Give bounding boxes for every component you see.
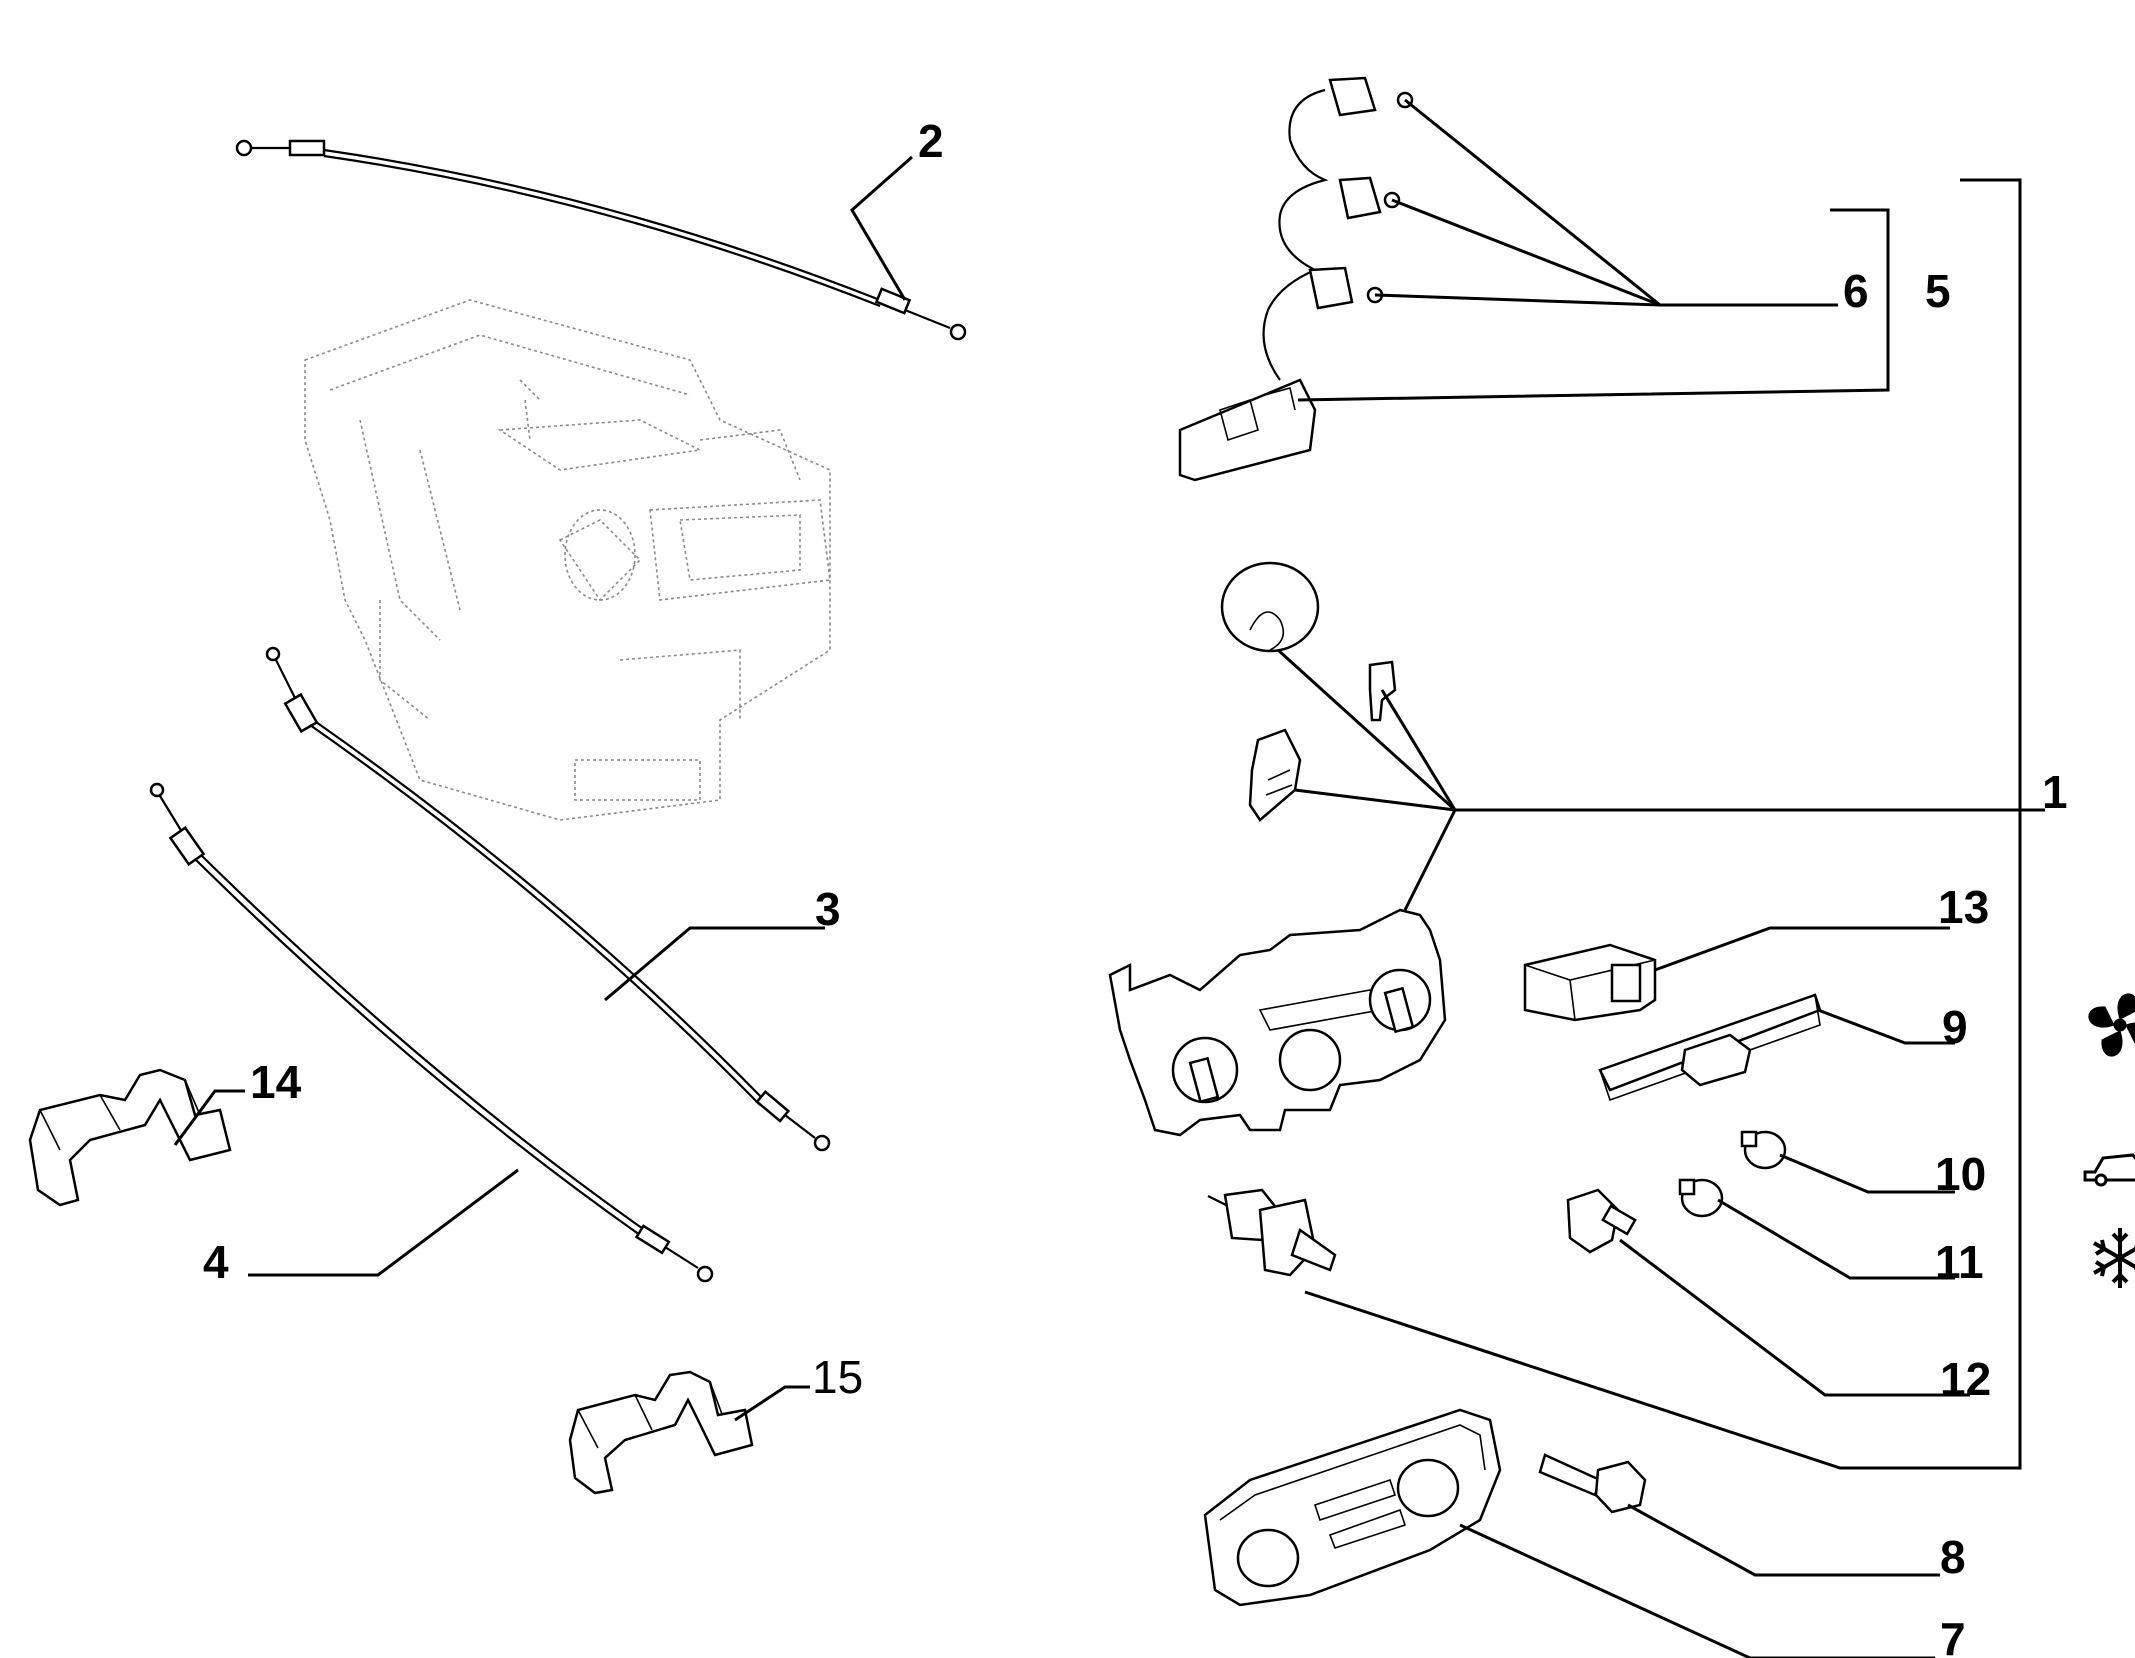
callout-1: 1: [2042, 766, 2068, 818]
callout-9: 9: [1942, 1001, 1968, 1053]
screw-8: [1538, 1453, 1647, 1514]
control-panel: [1108, 908, 1447, 1137]
snowflake-icon: [2093, 1228, 2135, 1288]
callout-11: 11: [1935, 1236, 1984, 1288]
callout-15: 15: [812, 1351, 863, 1403]
car-recirculation-icon: [2083, 1153, 2135, 1187]
leader-lines: [173, 98, 2045, 1658]
cable-3: [265, 646, 831, 1152]
heater-unit-outline: [304, 299, 831, 821]
connector-13: [1523, 943, 1657, 1022]
callout-12: 12: [1940, 1353, 1991, 1405]
cable-2: [235, 139, 967, 341]
fan-icon: [2088, 993, 2135, 1057]
flexible-shaft: [1207, 1188, 1337, 1277]
callout-7: 7: [1940, 1613, 1966, 1658]
bulb-12: [1566, 1188, 1637, 1254]
wiring-loom-with-bulbs: [1178, 76, 1414, 482]
callout-6: 6: [1843, 265, 1869, 317]
callout-5: 5: [1925, 265, 1951, 317]
knob-components: [1220, 561, 1397, 822]
callout-13: 13: [1938, 881, 1989, 933]
callout-10: 10: [1935, 1148, 1986, 1200]
callout-4: 4: [203, 1236, 229, 1288]
callout-2: 2: [918, 115, 944, 167]
callout-3: 3: [815, 883, 841, 935]
bulb-10: [1740, 1130, 1787, 1170]
bezel-7: [1203, 1408, 1502, 1607]
bulb-11: [1678, 1178, 1724, 1218]
callout-14: 14: [250, 1056, 302, 1108]
clip-15: [568, 1370, 754, 1495]
cable-4: [149, 782, 714, 1283]
clip-14: [28, 1068, 232, 1207]
callout-8: 8: [1940, 1531, 1966, 1583]
